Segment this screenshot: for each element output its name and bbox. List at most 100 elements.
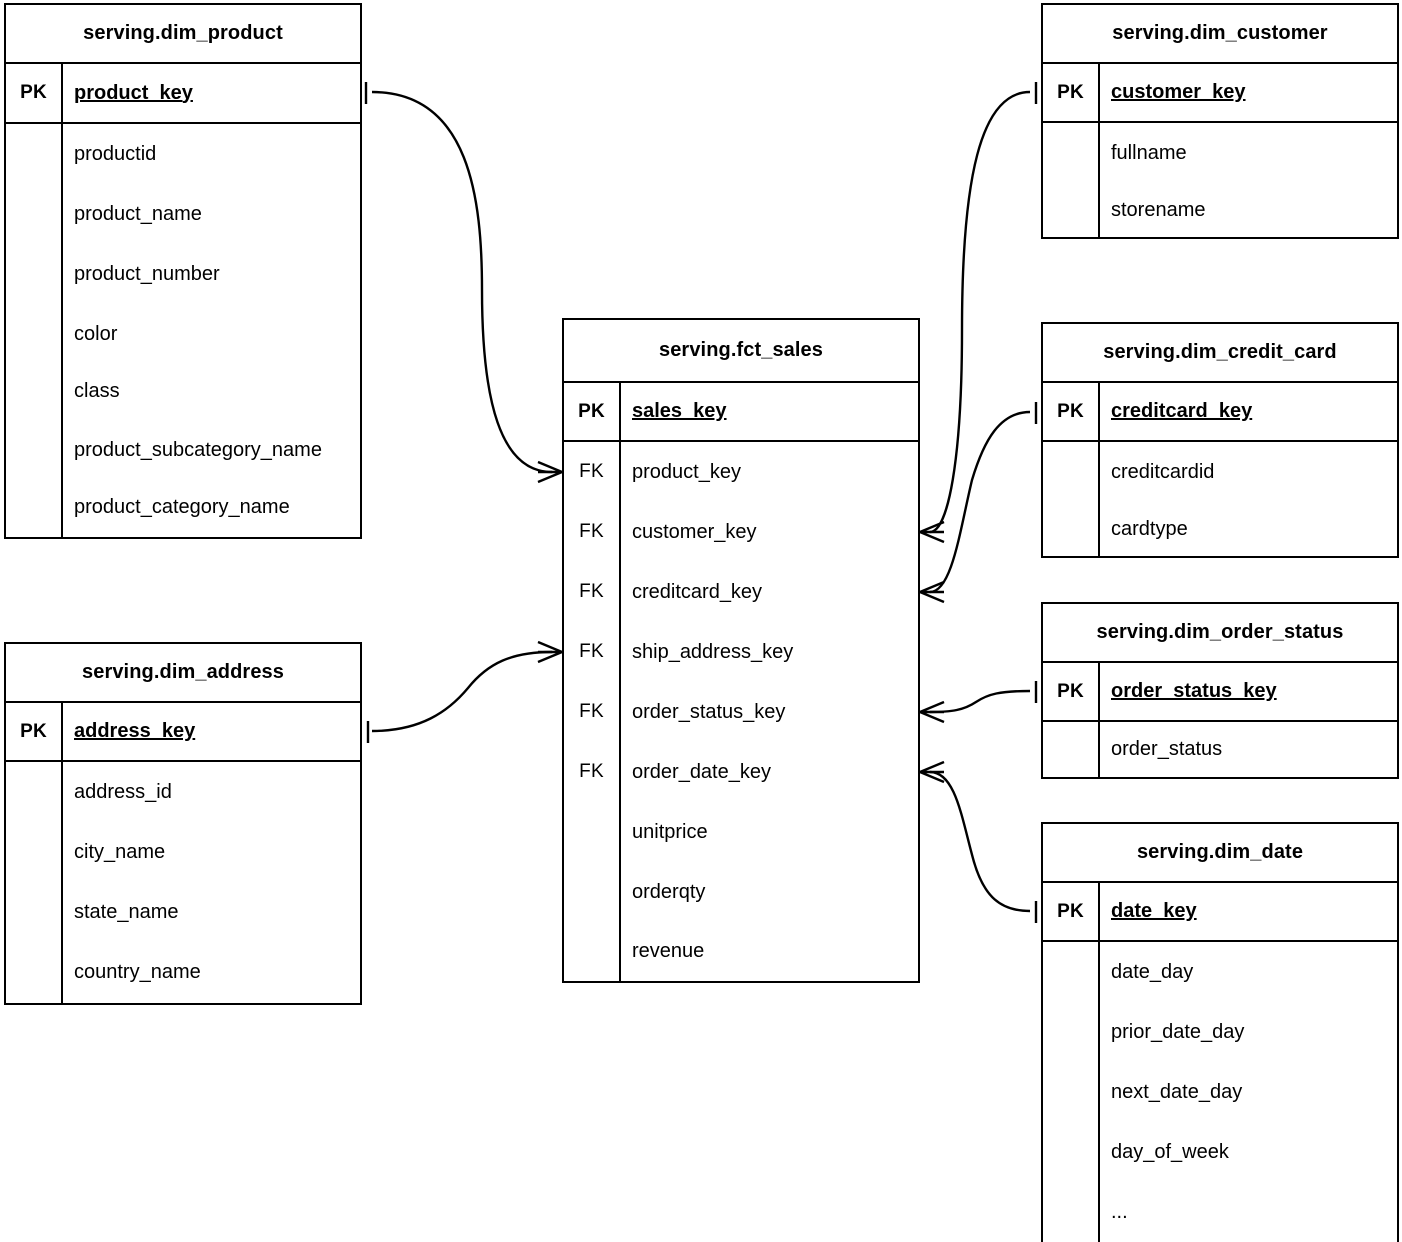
crowsfoot-order-status xyxy=(919,700,945,724)
key-column-spacer xyxy=(6,762,63,1003)
relationship-line-date xyxy=(929,770,1031,913)
fk-row-order-status-key: FK order_status_key xyxy=(564,682,918,742)
attribute-product-name: product_name xyxy=(74,202,202,225)
fk-label: FK xyxy=(564,742,621,802)
fk-row-customer-key: FK customer_key xyxy=(564,502,918,562)
pk-field-creditcard-key: creditcard_key xyxy=(1111,400,1253,422)
pk-row-fct-sales: PK sales_key xyxy=(564,383,918,442)
attribute-productid: productid xyxy=(74,142,157,165)
measure-revenue: revenue xyxy=(632,940,705,962)
pk-field-address-key: address_key xyxy=(74,720,196,742)
relationship-order-status xyxy=(919,681,1038,724)
pk-row-dim-customer: PK customer_key xyxy=(1043,64,1397,123)
pk-row-dim-date: PK date_key xyxy=(1043,883,1397,942)
attribute-address-id: address_id xyxy=(74,780,172,803)
attribute-product-category-name: product_category_name xyxy=(74,495,290,518)
entity-fct-sales[interactable]: serving.fct_sales PK sales_key FK produc… xyxy=(562,318,920,983)
pk-row-dim-order-status: PK order_status_key xyxy=(1043,663,1397,722)
entity-dim-customer[interactable]: serving.dim_customer PK customer_key ful… xyxy=(1041,3,1399,239)
crowsfoot-order-date xyxy=(919,760,945,784)
crowsfoot-ship-address xyxy=(537,640,563,664)
entity-dim-order-status[interactable]: serving.dim_order_status PK order_status… xyxy=(1041,602,1399,779)
attribute-fullname: fullname xyxy=(1111,141,1187,164)
key-column-spacer xyxy=(1043,442,1100,556)
pk-field-sales-key: sales_key xyxy=(632,400,727,422)
measure-orderqty: orderqty xyxy=(632,880,706,903)
measure-row-unitprice: unitprice xyxy=(564,802,918,862)
key-column-spacer xyxy=(6,124,63,537)
entity-dim-date[interactable]: serving.dim_date PK date_key date_day pr… xyxy=(1041,822,1399,1242)
attribute-order-status: order_status xyxy=(1111,738,1223,760)
attribute-list-dim-product: productid product_name product_number co… xyxy=(63,124,360,537)
fk-field-customer-key: customer_key xyxy=(632,520,757,543)
attribute-prior-date-day: prior_date_day xyxy=(1111,1020,1245,1043)
attribute-day-of-week: day_of_week xyxy=(1111,1140,1229,1163)
key-column-spacer xyxy=(1043,123,1100,237)
key-column-spacer xyxy=(564,802,621,862)
attribute-country-name: country_name xyxy=(74,960,201,983)
attribute-list-dim-date: date_day prior_date_day next_date_day da… xyxy=(1100,942,1397,1242)
entity-dim-product[interactable]: serving.dim_product PK product_key produ… xyxy=(4,3,362,539)
relationship-date xyxy=(919,760,1038,923)
entity-title-dim-credit-card: serving.dim_credit_card xyxy=(1043,324,1397,383)
fk-field-creditcard-key: creditcard_key xyxy=(632,580,763,603)
attribute-state-name: state_name xyxy=(74,900,179,923)
fk-block-fct-sales: FK product_key FK customer_key FK credit… xyxy=(564,442,918,981)
entity-title-fct-sales: serving.fct_sales xyxy=(564,320,918,383)
attribute-list-dim-order-status: order_status xyxy=(1100,722,1397,777)
relationship-line-credit-card xyxy=(929,410,1031,594)
crowsfoot-customer xyxy=(919,520,945,544)
attribute-block-dim-address: address_id city_name state_name country_… xyxy=(6,762,360,1003)
entity-title-dim-product: serving.dim_product xyxy=(6,5,360,64)
pk-row-dim-product: PK product_key xyxy=(6,64,360,124)
attribute-block-dim-order-status: order_status xyxy=(1043,722,1397,777)
key-column-spacer xyxy=(564,922,621,981)
attribute-storename: storename xyxy=(1111,198,1206,221)
measure-unitprice: unitprice xyxy=(632,820,708,843)
fk-row-ship-address-key: FK ship_address_key xyxy=(564,622,918,682)
fk-label: FK xyxy=(564,682,621,742)
key-column-spacer xyxy=(1043,722,1100,777)
relationship-line-order-status xyxy=(929,689,1031,714)
attribute-date-day: date_day xyxy=(1111,960,1194,983)
attribute-list-dim-customer: fullname storename xyxy=(1100,123,1397,237)
pk-field-product-key: product_key xyxy=(74,81,193,104)
crowsfoot-product xyxy=(537,460,563,484)
pk-label: PK xyxy=(564,383,621,440)
fk-label: FK xyxy=(564,442,621,502)
entity-dim-credit-card[interactable]: serving.dim_credit_card PK creditcard_ke… xyxy=(1041,322,1399,558)
attribute-block-dim-product: productid product_name product_number co… xyxy=(6,124,360,537)
attribute-cardtype: cardtype xyxy=(1111,517,1188,540)
fk-field-product-key: product_key xyxy=(632,460,741,483)
pk-label: PK xyxy=(6,64,63,122)
attribute-color: color xyxy=(74,322,118,345)
pk-row-dim-address: PK address_key xyxy=(6,703,360,762)
attribute-class: class xyxy=(74,380,120,402)
fk-label: FK xyxy=(564,562,621,622)
pk-label: PK xyxy=(1043,883,1100,940)
relationship-customer xyxy=(919,82,1038,544)
measure-row-revenue: revenue xyxy=(564,922,918,981)
attribute-block-dim-customer: fullname storename xyxy=(1043,123,1397,237)
relationship-line-customer xyxy=(929,90,1031,534)
crowsfoot-credit-card xyxy=(919,580,945,604)
pk-field-customer-key: customer_key xyxy=(1111,81,1246,103)
entity-title-dim-order-status: serving.dim_order_status xyxy=(1043,604,1397,663)
measure-row-orderqty: orderqty xyxy=(564,862,918,922)
entity-title-dim-address: serving.dim_address xyxy=(6,644,360,703)
relationship-line-address xyxy=(371,650,553,733)
attribute-city-name: city_name xyxy=(74,840,166,863)
fk-label: FK xyxy=(564,502,621,562)
pk-label: PK xyxy=(1043,64,1100,121)
attribute-ellipsis: ... xyxy=(1111,1200,1128,1223)
attribute-product-number: product_number xyxy=(74,262,220,285)
relationship-address xyxy=(366,640,563,743)
pk-label: PK xyxy=(1043,383,1100,440)
entity-dim-address[interactable]: serving.dim_address PK address_key addre… xyxy=(4,642,362,1005)
attribute-list-dim-credit-card: creditcardid cardtype xyxy=(1100,442,1397,556)
relationship-line-product xyxy=(371,90,553,474)
fk-field-ship-address-key: ship_address_key xyxy=(632,640,794,663)
pk-field-order-status-key: order_status_key xyxy=(1111,680,1277,702)
pk-label: PK xyxy=(1043,663,1100,720)
